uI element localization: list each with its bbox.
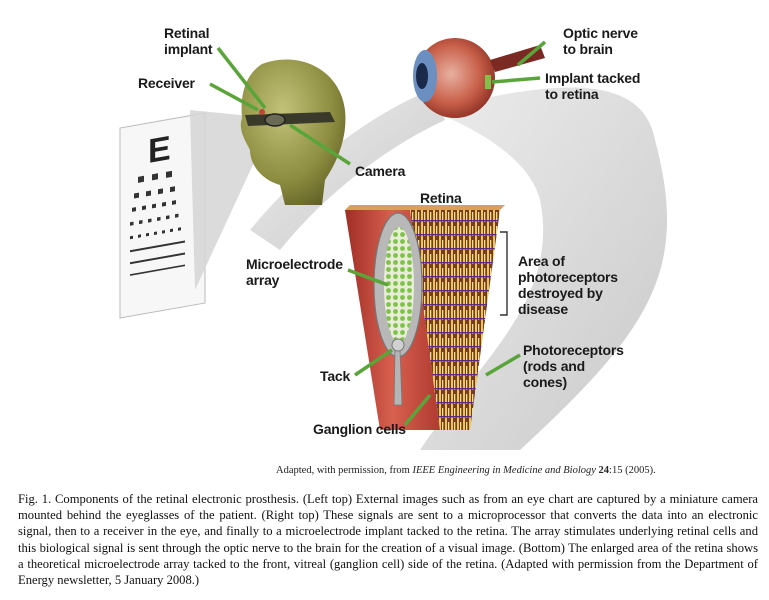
eye-chart-letter: E xyxy=(148,129,171,171)
source-credit: Adapted, with permission, from IEEE Engi… xyxy=(276,465,656,476)
patient-head xyxy=(240,59,346,206)
label-photoreceptors: Photoreceptors (rods and cones) xyxy=(523,342,624,390)
eye-chart: E xyxy=(119,112,206,319)
label-camera: Camera xyxy=(355,163,406,179)
pointer-lines xyxy=(209,40,547,427)
source-credit-suffix: :15 (2005). xyxy=(609,465,656,476)
retina-tissue xyxy=(345,205,505,430)
label-tack: Tack xyxy=(320,368,351,384)
label-retina: Retina xyxy=(420,190,462,206)
retinal-prosthesis-figure: E xyxy=(119,25,668,450)
eye-ball xyxy=(413,38,545,118)
source-credit-journal: IEEE Engineering in Medicine and Biology xyxy=(412,465,596,476)
label-optic-nerve: Optic nerve to brain xyxy=(563,25,638,57)
label-implant-tacked: Implant tacked to retina xyxy=(545,70,641,102)
figure-caption: Fig. 1. Components of the retinal electr… xyxy=(18,492,758,588)
label-ganglion-cells: Ganglion cells xyxy=(313,421,406,437)
zoom-beam xyxy=(420,87,668,450)
label-retinal-implant: Retinal implant xyxy=(164,25,213,57)
label-receiver: Receiver xyxy=(138,75,195,91)
label-area-photoreceptors: Area of photoreceptors destroyed by dise… xyxy=(518,253,618,317)
label-microelectrode-array: Microelectrode array xyxy=(246,256,343,288)
source-credit-volume: 24 xyxy=(598,465,610,476)
photoreceptor-bracket xyxy=(500,231,508,316)
source-credit-prefix: Adapted, with permission, from xyxy=(276,465,413,476)
